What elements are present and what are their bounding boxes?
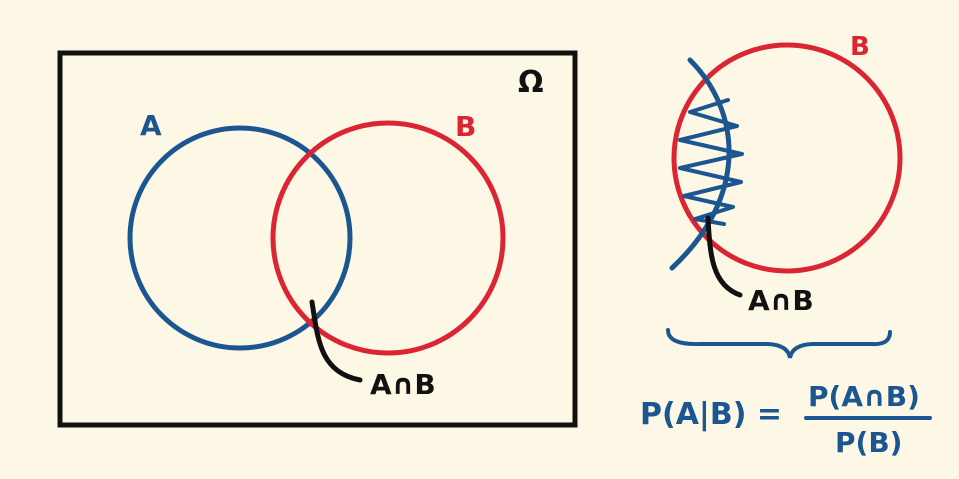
intersection-scribble [678,98,744,226]
set-a-circle [127,125,353,351]
formula-lhs: P(A|B) = [640,397,782,432]
universe-box [57,50,578,428]
set-b-circle-right [671,42,903,274]
set-b-label: B [455,110,476,143]
conditional-probability-formula: P(A|B) = P(A∩B) P(B) [640,380,932,459]
set-b-circle [270,120,506,356]
formula-denominator: P(B) [835,426,902,459]
set-b-label-right: B [850,32,870,62]
formula-numerator: P(A∩B) [808,380,920,413]
right-venn-diagram: B A∩B [666,32,903,359]
curly-brace [666,328,892,359]
intersection-label: A∩B [370,368,436,401]
intersection-pointer-line-right [705,215,743,298]
left-venn-diagram: Ω A B A∩B [57,50,578,428]
universe-label: Ω [518,65,544,100]
set-a-label: A [140,109,162,142]
intersection-pointer-line [309,299,363,383]
intersection-label-right: A∩B [748,284,814,317]
